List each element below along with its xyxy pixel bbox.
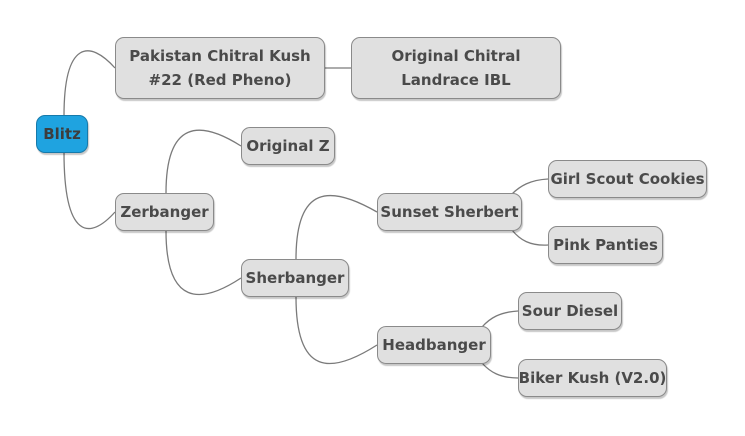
edge-zerbanger-sherbanger [165, 230, 242, 296]
edge-sunset-girlscout [511, 178, 549, 195]
node-label: Zerbanger [120, 203, 209, 221]
edge-blitz-pakistan [63, 50, 116, 117]
node-label: Sherbanger [245, 269, 345, 287]
node-label: Sunset Sherbert [380, 203, 519, 221]
node-label: Sour Diesel [521, 302, 619, 320]
node-girl-scout-cookies[interactable]: Girl Scout Cookies [548, 160, 707, 198]
edge-headbanger-biker [481, 362, 519, 379]
node-original-z[interactable]: Original Z [241, 127, 335, 165]
node-label-line-1: Pakistan Chitral Kush [129, 47, 311, 65]
node-blitz[interactable]: Blitz [36, 115, 88, 153]
node-sherbanger[interactable]: Sherbanger [241, 259, 349, 297]
edge-blitz-zerbanger [63, 151, 116, 230]
edge-zerbanger-originalz [165, 129, 242, 194]
node-label: Pink Panties [553, 236, 658, 254]
node-biker-kush[interactable]: Biker Kush (V2.0) [518, 359, 667, 397]
edge-sherbanger-sunset [295, 194, 378, 260]
node-label: Headbanger [382, 336, 486, 354]
node-label-line-2: #22 (Red Pheno) [148, 71, 292, 89]
node-pink-panties[interactable]: Pink Panties [548, 226, 663, 264]
node-original-chitral[interactable]: Original Chitral Landrace IBL [351, 37, 561, 99]
node-label: Blitz [43, 125, 81, 143]
edge-headbanger-sour [481, 310, 519, 328]
edge-sunset-pink [511, 229, 549, 246]
node-label: Biker Kush (V2.0) [518, 369, 667, 387]
node-zerbanger[interactable]: Zerbanger [115, 193, 214, 231]
node-label-line-2: Landrace IBL [401, 71, 511, 89]
node-label-line-1: Original Chitral [391, 47, 521, 65]
node-label: Girl Scout Cookies [550, 170, 705, 188]
node-label: Original Z [246, 137, 330, 155]
edge-sherbanger-headbanger [295, 296, 378, 365]
node-headbanger[interactable]: Headbanger [377, 326, 491, 364]
node-sunset-sherbert[interactable]: Sunset Sherbert [377, 193, 522, 231]
node-sour-diesel[interactable]: Sour Diesel [518, 292, 622, 330]
node-pakistan-chitral-kush[interactable]: Pakistan Chitral Kush #22 (Red Pheno) [115, 37, 325, 99]
